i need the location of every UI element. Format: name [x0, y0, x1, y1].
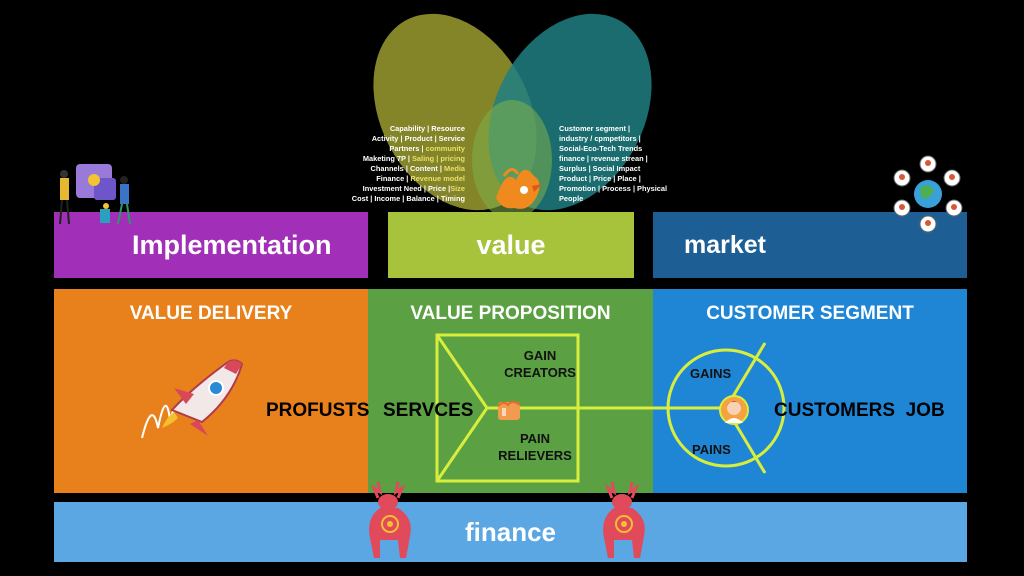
market-label: market	[684, 230, 766, 259]
market-bar: market	[653, 212, 967, 278]
left-list-item: Cost | Income | Balance | Timing	[340, 194, 465, 204]
deer-ornament-icon	[603, 481, 645, 558]
customer-network-illustration	[893, 155, 963, 233]
gains-label: GAINS	[690, 366, 732, 381]
left-list-text: Partners |	[389, 144, 426, 153]
left-list-item: Finance | Revenue model	[340, 174, 465, 184]
left-list-item: Maketing 7P | Saling | pricing	[340, 154, 465, 164]
implementation-bar: Implementation	[54, 212, 368, 278]
value-proposition-panel: VALUE PROPOSITION	[368, 289, 653, 493]
value-proposition-title: VALUE PROPOSITION	[410, 303, 611, 324]
left-list-text: Maketing 7P |	[362, 154, 412, 163]
left-list-text: Size	[450, 184, 465, 193]
bird-logo-icon	[496, 168, 542, 209]
left-list-text: Cost | Income | Balance | Timing	[351, 194, 465, 203]
right-list-item: Surplus | Social Impact	[559, 164, 641, 173]
right-list: Customer segment |industry / cpmpetitors…	[559, 124, 679, 204]
finance-label: finance	[464, 516, 557, 547]
right-list-item: Customer segment |	[559, 124, 631, 133]
left-list-text: community	[425, 144, 465, 153]
left-list-text: Investment Need | Price |	[362, 184, 451, 193]
left-list-item: Capability | Resource	[340, 124, 465, 134]
value-delivery-title: VALUE DELIVERY	[129, 303, 293, 324]
left-list-text: Activity | Product | Service	[371, 134, 465, 143]
product-box-icon	[497, 401, 521, 420]
left-list-item: Activity | Product | Service	[340, 134, 465, 144]
left-list-item: Partners | community	[340, 144, 465, 154]
right-list-item: Product | Price | Place |	[559, 174, 641, 183]
left-list-text: Revenue model	[410, 174, 465, 183]
left-list-item: Channels | Content | Media	[340, 164, 465, 174]
value-bar: value	[388, 212, 634, 278]
gain-creators-label: GAIN CREATORS	[504, 348, 576, 380]
left-list-item: Investment Need | Price |Size	[340, 184, 465, 194]
left-list-text: Channels | Content |	[370, 164, 445, 173]
right-list-item: Social-Eco-Tech Trends	[559, 144, 643, 153]
left-list-text: Media	[444, 164, 465, 173]
products-label: PROFUSTS	[266, 400, 370, 421]
left-list-text: Finance |	[376, 174, 411, 183]
customer-segment-panel: CUSTOMER SEGMENT	[653, 289, 967, 493]
team-puzzle-illustration	[59, 164, 131, 225]
finance-bar: finance	[54, 502, 967, 562]
right-list-item: industry / cpmpetitors |	[559, 134, 641, 143]
deer-ornament-icon	[369, 481, 411, 558]
services-label: SERVCES	[383, 400, 474, 421]
customers-job-label: CUSTOMERS JOB	[774, 400, 945, 421]
value-label: value	[476, 229, 546, 260]
customer-segment-title: CUSTOMER SEGMENT	[706, 303, 914, 324]
customer-avatar-icon	[719, 395, 749, 425]
left-list-text: Saling | pricing	[412, 154, 465, 163]
pains-label: PAINS	[692, 442, 731, 457]
implementation-label: Implementation	[132, 229, 332, 260]
pain-relievers-label: PAIN RELIEVERS	[498, 431, 572, 463]
right-list-item: People	[559, 194, 584, 203]
right-list-item: Promotion | Process | Physical	[559, 184, 668, 193]
left-list-text: Capability | Resource	[389, 124, 465, 133]
right-list-item: finance | revenue strean |	[559, 154, 648, 163]
rocket-icon	[141, 359, 244, 439]
